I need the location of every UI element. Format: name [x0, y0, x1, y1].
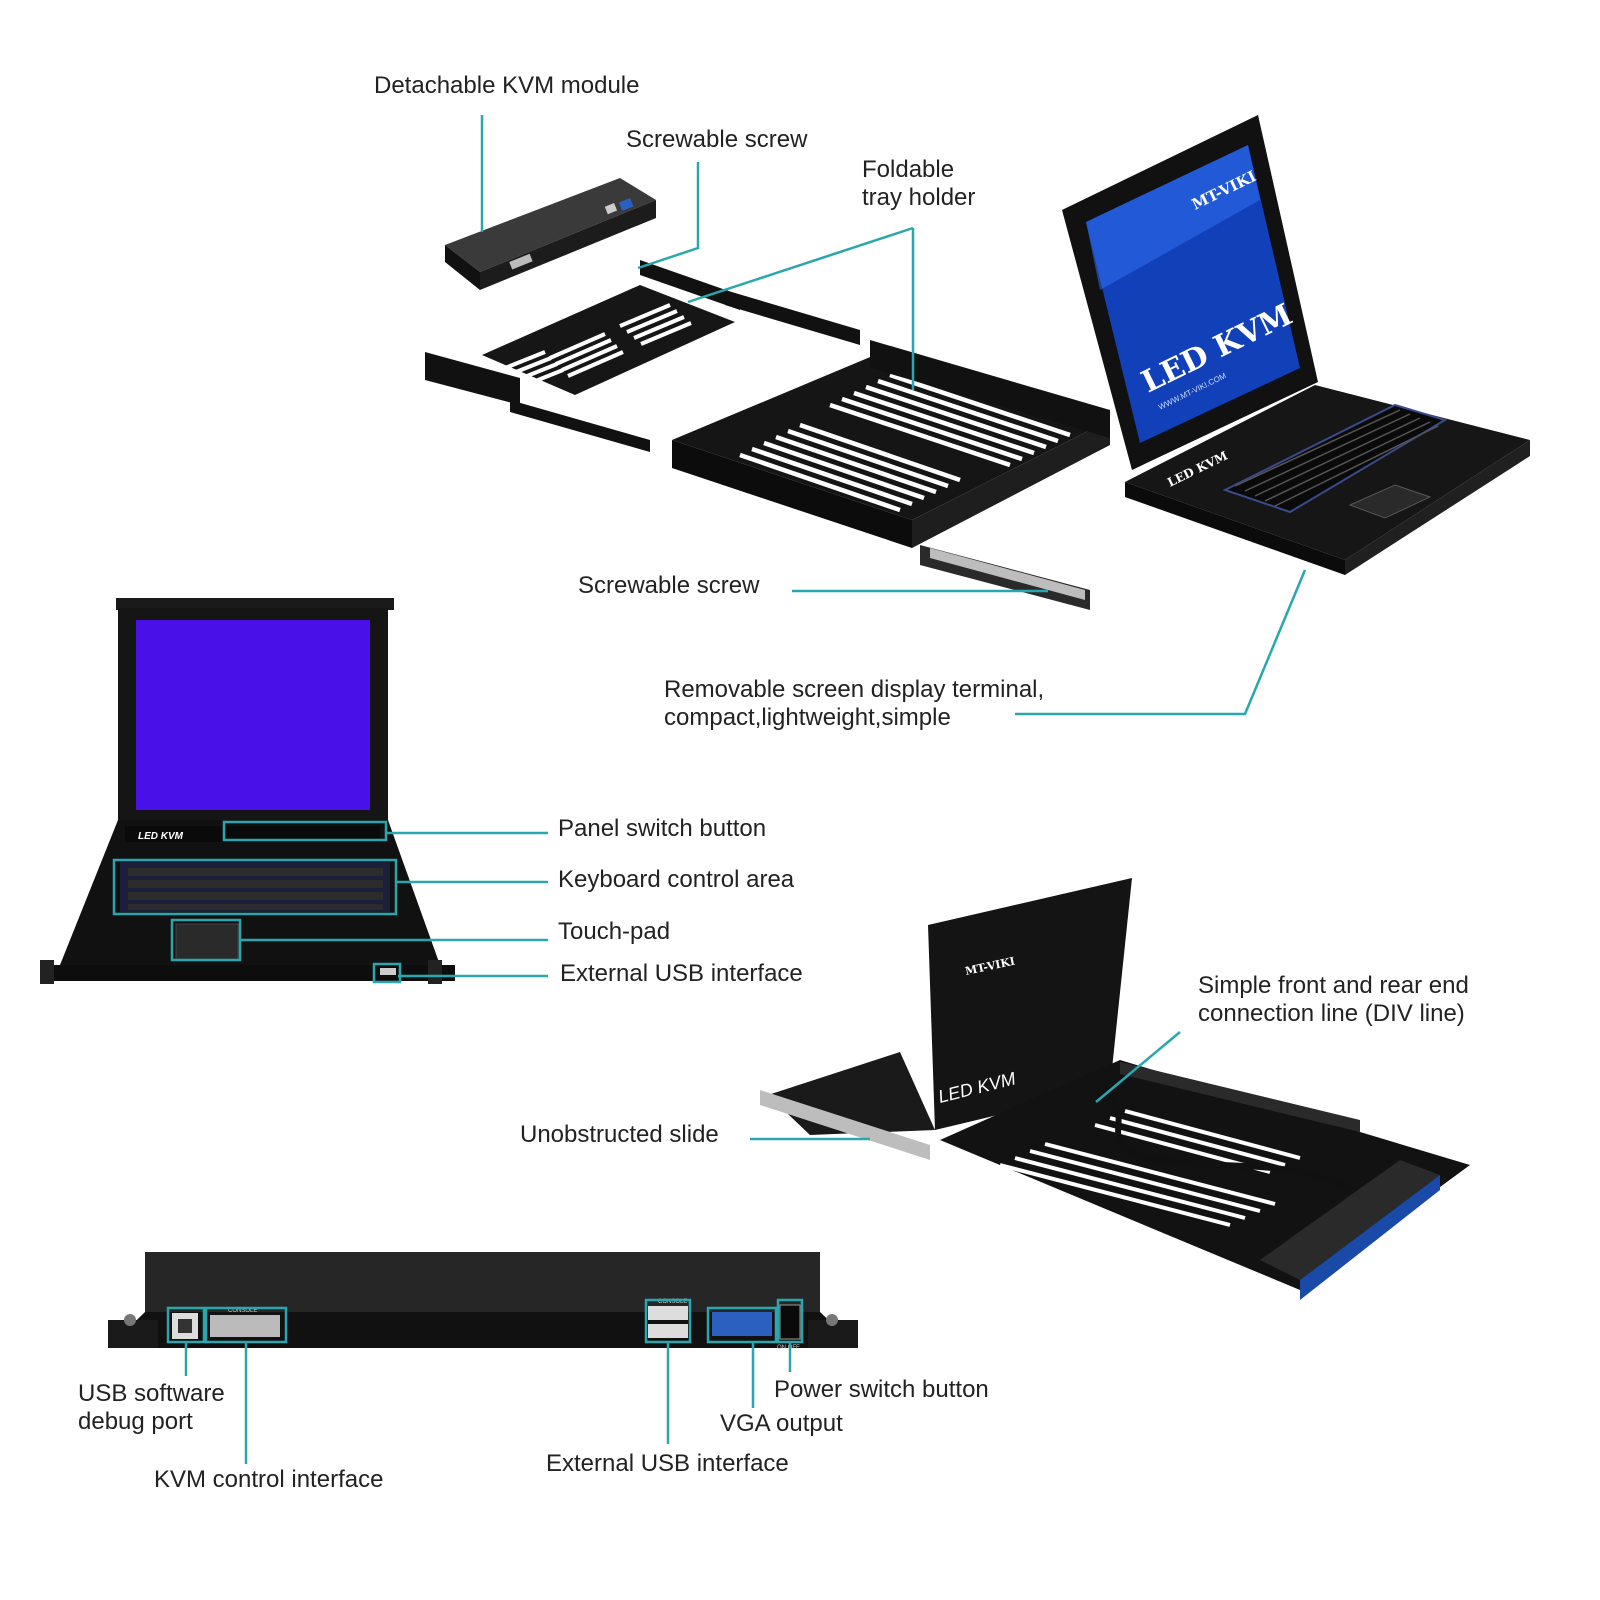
label-removable-line-2: compact,lightweight,simple [664, 704, 951, 731]
console-label-1: CONSOLE [228, 1308, 257, 1314]
label-external-usb-rear: External USB interface [546, 1450, 789, 1477]
label-keyboard-control-area: Keyboard control area [558, 866, 795, 893]
console-label-2: CONSOLE [658, 1299, 687, 1305]
kvm-console-open: LED KVM MT-VIKI WWW.MT-VIKI.COM LED KVM [1062, 115, 1530, 575]
label-foldable-line-1: Foldable [862, 156, 955, 183]
label-usb-debug-port: USB software debug port [78, 1380, 225, 1436]
label-div-line-1: Simple front and rear end [1198, 972, 1469, 999]
front-model-text: LED KVM [138, 831, 184, 842]
front-screen [136, 620, 370, 810]
callout-lines [112, 115, 1307, 1464]
kvm-rear-module: CONSOLE CONSOLE ON OFF [108, 1252, 858, 1351]
label-removable-screen: Removable screen display terminal, compa… [664, 676, 1044, 732]
tray-holder-small [425, 260, 860, 452]
label-usb-debug-line-1: USB software [78, 1380, 225, 1407]
label-div-line: Simple front and rear end connection lin… [1198, 972, 1469, 1028]
tray-holder-large [672, 340, 1110, 610]
label-detachable-kvm-module: Detachable KVM module [374, 72, 640, 99]
label-vga-output: VGA output [720, 1410, 843, 1437]
label-kvm-control-interface: KVM control interface [154, 1466, 384, 1493]
label-foldable-line-2: tray holder [862, 184, 976, 211]
label-screwable-screw-top: Screwable screw [626, 126, 808, 153]
kvm-module [445, 178, 656, 290]
label-panel-switch-button: Panel switch button [558, 815, 767, 842]
label-removable-line-1: Removable screen display terminal, [664, 676, 1045, 703]
label-unobstructed-slide: Unobstructed slide [520, 1121, 719, 1148]
kvm-front-view: LED KVM [40, 598, 455, 984]
label-div-line-2: connection line (DIV line) [1198, 1000, 1465, 1027]
label-screwable-screw-mid: Screwable screw [578, 572, 760, 599]
label-touch-pad: Touch-pad [558, 918, 671, 945]
kvm-side-view: MT-VIKI LED KVM [760, 878, 1470, 1300]
label-external-usb-front: External USB interface [560, 960, 803, 987]
power-state-label: ON OFF [777, 1345, 800, 1351]
label-usb-debug-line-2: debug port [78, 1408, 193, 1435]
label-power-switch-button: Power switch button [774, 1376, 989, 1403]
label-foldable-tray-holder: Foldable tray holder [862, 156, 975, 212]
